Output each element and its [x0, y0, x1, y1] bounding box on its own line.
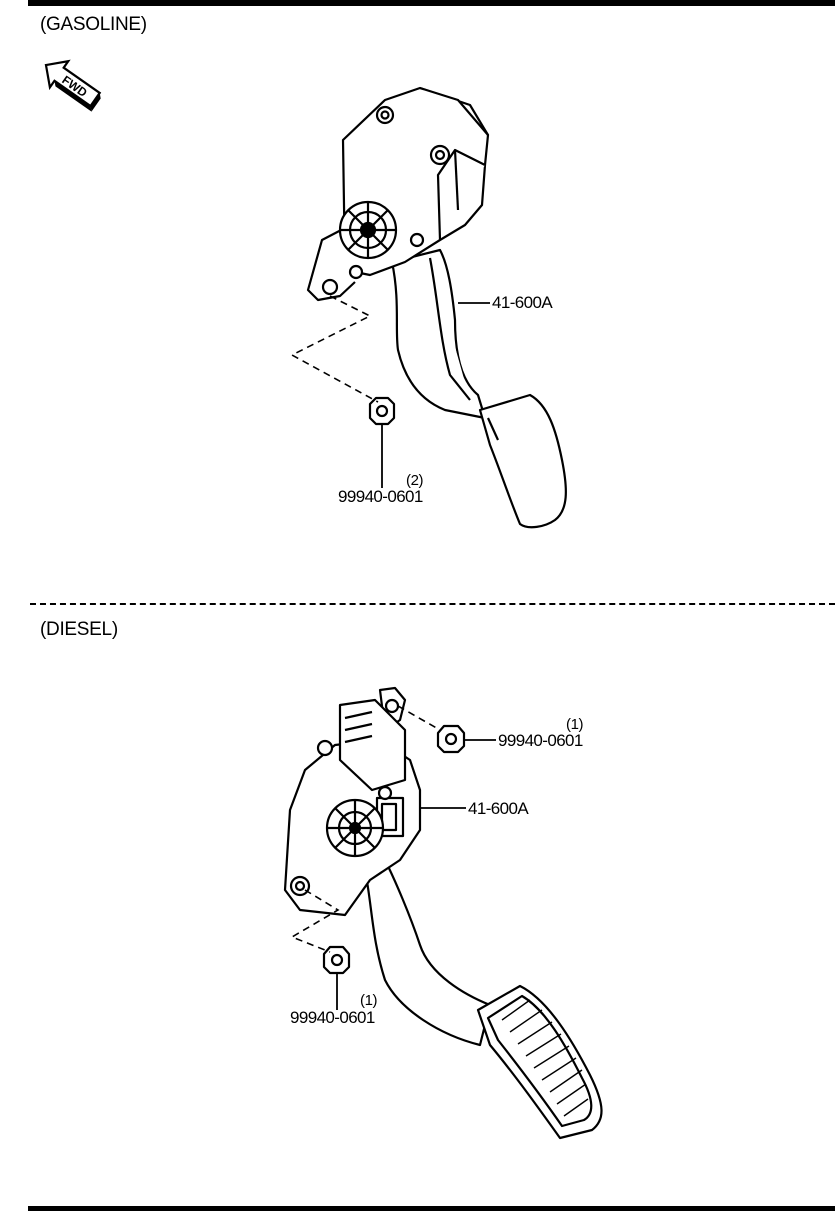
top-border	[28, 0, 835, 6]
pedal-part-label-diesel: 41-600A	[468, 799, 529, 818]
gasoline-pedal-drawing	[290, 86, 567, 529]
nut-qty-gasoline: (2)	[406, 472, 424, 489]
section-title-gasoline: (GASOLINE)	[40, 14, 147, 35]
section-title-diesel: (DIESEL)	[40, 619, 118, 640]
pedal-part-label-gasoline: 41-600A	[492, 293, 553, 312]
fwd-arrow-icon: FWD	[38, 56, 108, 117]
section-divider	[30, 603, 835, 605]
nut-lower-qty-diesel: (1)	[360, 992, 378, 1009]
nut-lower-part-label-diesel: 99940-0601	[290, 1008, 375, 1027]
nut-upper-part-label-diesel: 99940-0601	[498, 731, 583, 750]
nut-upper-qty-diesel: (1)	[566, 716, 584, 733]
bottom-border	[28, 1206, 835, 1211]
nut-part-label-gasoline: 99940-0601	[338, 487, 423, 506]
